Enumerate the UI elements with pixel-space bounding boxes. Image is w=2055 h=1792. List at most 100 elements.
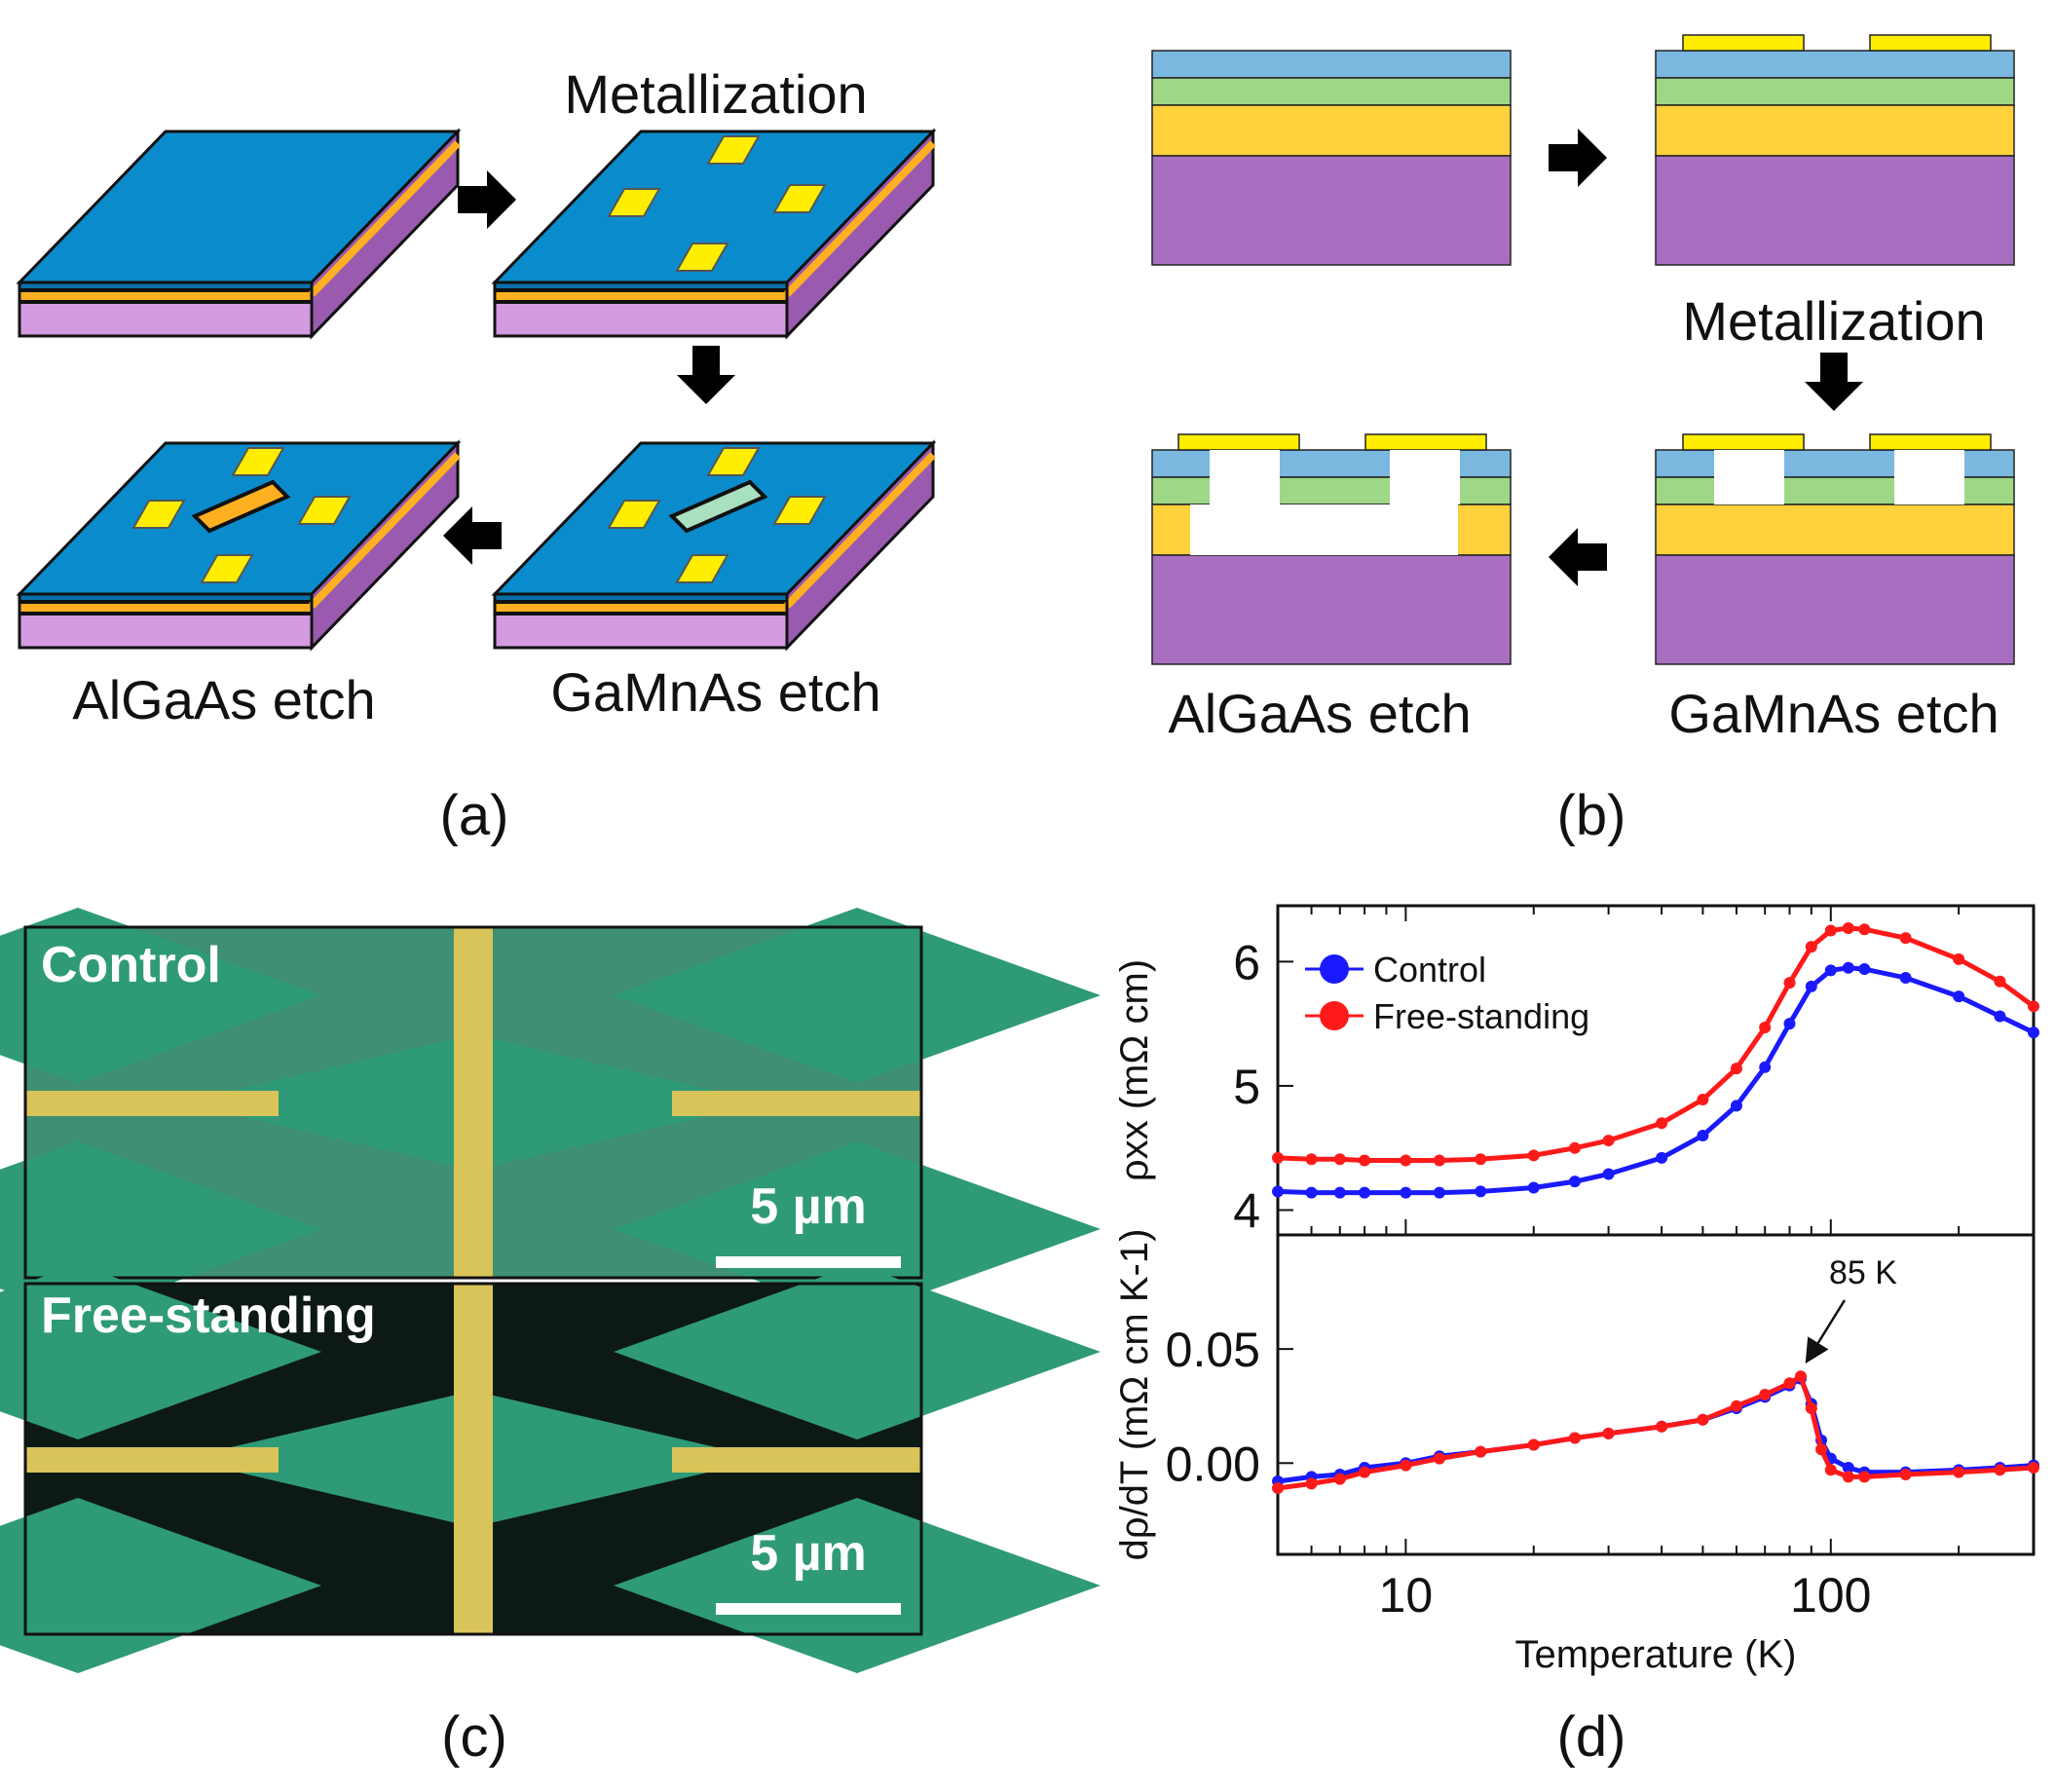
legend-marker [1320,954,1349,984]
process-arrow-left [443,506,502,565]
series-point [1475,1153,1487,1166]
metal-pad [675,243,729,272]
series-point [1697,1129,1709,1141]
y-tick-label: 0.00 [1166,1437,1260,1491]
cross-section-algaas-etched [1151,433,1512,665]
metal-contact [1869,433,1992,451]
micrograph-frame [23,1282,923,1636]
x-tick-label: 10 [1379,1568,1434,1623]
wafer-front-layer [19,616,312,648]
mesa [614,1498,1101,1673]
panel-b-label: (b) [1557,784,1626,847]
wafer-front-outline [493,592,789,650]
metal-contact [1177,433,1300,451]
panel-a-step-algaas-etch: AlGaAs etch [72,669,375,730]
gold-trace [672,1091,921,1116]
series-point [1333,1186,1346,1199]
series-point [1697,1413,1709,1426]
wafer-algaas-etched [16,439,462,652]
layer-green [1151,77,1512,106]
wafer-front-layer [495,616,787,648]
panel-a-step-metallization: Metallization [564,63,867,125]
layer-green [1655,77,2015,106]
series-point [1359,1186,1371,1199]
series-point [1527,1181,1540,1194]
cross-section-metallized [1655,34,2015,266]
series-point [1475,1185,1487,1198]
y-tick-label: 6 [1233,935,1260,989]
layer-purple [1151,155,1512,266]
metal-pad [231,447,285,476]
series-point [1824,964,1837,977]
metal-contact [1682,433,1805,451]
wafer-front-outline [18,280,314,338]
series-point [2028,1027,2039,1039]
series-point [1759,1061,1772,1073]
series-point [1400,1186,1412,1199]
series-point [1433,1154,1445,1167]
series-point [1527,1438,1540,1451]
y-tick-label: 0.05 [1166,1323,1260,1377]
layer-yellow [1655,104,2015,157]
metal-pad [297,496,352,525]
series-point [1333,1153,1346,1166]
wafer-front-layer [19,594,312,600]
wafer-front-layer [495,300,787,304]
series-point [1400,1459,1412,1472]
x-tick-label: 100 [1790,1568,1871,1623]
wafer-front-outline [493,280,789,338]
wafer-front-layer [495,292,787,300]
wafer-side-stripe [309,452,461,609]
series-point [1656,1151,1668,1164]
series-point [1697,1093,1709,1105]
series-point [1569,1176,1582,1188]
layer-yellow [1655,504,2015,556]
panel-b-step-metallization: Metallization [1682,290,1985,352]
panel-b-step-algaas-etch: AlGaAs etch [1168,683,1471,744]
series-point [1527,1149,1540,1162]
wafer-front-layer [19,300,312,304]
series-point [1899,971,1912,984]
legend-label: Free-standing [1373,996,1589,1036]
metal-pad [607,188,661,217]
wafer-front-layer [19,292,312,300]
series-point [2028,1461,2039,1474]
panel-a [16,128,937,652]
series-point [1858,923,1871,936]
series-point [1569,1432,1582,1444]
series-point [1815,1443,1828,1456]
series-point [1433,1452,1445,1465]
series-point [1953,952,1965,965]
series-point [1656,1420,1668,1433]
wafer-front-layer [495,288,787,292]
layer-blue [1151,50,1512,79]
wafer-gamnas-etched [491,439,937,652]
wafer-front-layer [19,612,312,616]
series-point [1858,963,1871,976]
cross-section-gamnas-etched [1655,433,2015,665]
etched-gap [1210,477,1280,506]
series-point [1953,1466,1965,1478]
series-point [1272,1151,1284,1164]
wafer-front-layer [19,604,312,612]
metal-pad [675,554,729,583]
wafer-side-stripe [309,140,461,297]
series-point [1333,1473,1346,1485]
panel-c-control-title: Control [41,937,221,993]
etched-bar-orange [191,479,291,534]
wafer-side-stripe [784,452,936,609]
metal-pad [706,447,761,476]
series-point [1759,1389,1772,1400]
metal-pad [607,500,661,529]
series-point [1805,980,1817,992]
wafer-front-layer [495,282,787,288]
series-point [1730,1100,1742,1112]
series-point [1842,1461,1854,1474]
layer-yellow [1151,104,1512,157]
series-point [1805,941,1817,953]
cross-section-initial [1151,50,1512,266]
series-point [1359,1466,1371,1478]
series-point [1899,1469,1912,1480]
series-point [1994,975,2006,988]
